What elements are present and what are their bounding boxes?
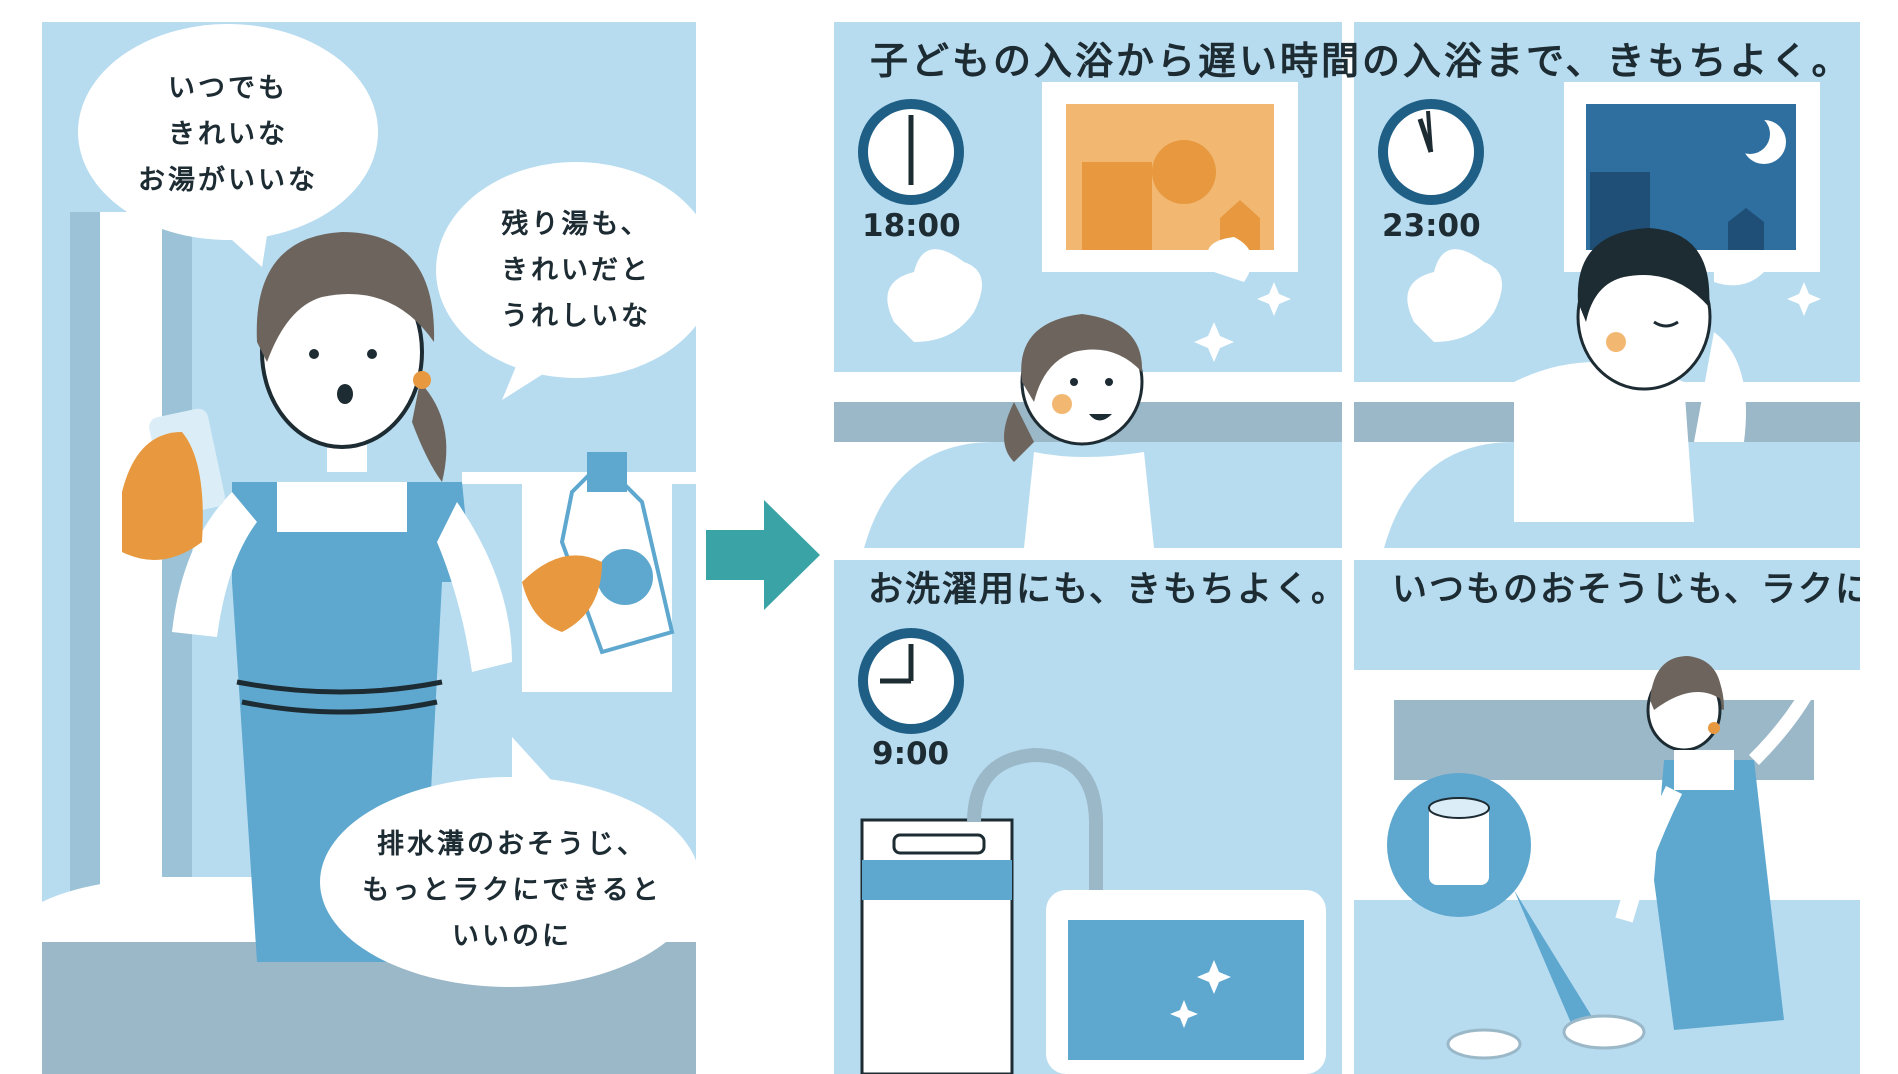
panel-cleaning-title: いつものおそうじも、ラクに。 xyxy=(1392,570,1860,610)
clock-icon xyxy=(1378,99,1484,205)
bubble-bottom: 排水溝のおそうじ、 もっとラクにできると いいのに xyxy=(342,822,682,960)
panel-adult-bath: 23:00 xyxy=(1354,22,1860,548)
panel-laundry-title: お洗濯用にも、きもちよく。 xyxy=(868,570,1342,610)
arrow-right-icon xyxy=(706,500,820,610)
laundry-illustration xyxy=(860,747,1326,1074)
left-illustration-panel: いつでも きれいな お湯がいいな 残り湯も、 きれいだと うれしいな 排水溝のお… xyxy=(42,22,696,1074)
time-label-18: 18:00 xyxy=(862,208,961,244)
bubble-right-line-2: きれいだと xyxy=(501,255,651,286)
bubble-right-line-3: うれしいな xyxy=(501,301,651,332)
bubble-bottom-line-1: 排水溝のおそうじ、 xyxy=(377,829,647,860)
bubble-top-left-line-2: きれいな xyxy=(168,119,288,150)
top-banner-title: 子どもの入浴から遅い時間の入浴まで、きもちよく。 xyxy=(870,39,1850,83)
panel-cleaning: いつものおそうじも、ラクに。 xyxy=(1354,560,1860,1074)
time-label-9: 9:00 xyxy=(872,736,950,772)
woman-with-cleaning-supplies-illustration xyxy=(42,24,696,1074)
bubble-top-left-line-1: いつでも xyxy=(168,73,288,104)
bubble-top-left-line-3: お湯がいいな xyxy=(138,165,318,196)
adult-bath-illustration xyxy=(1354,82,1860,548)
child-bath-illustration xyxy=(834,82,1342,548)
clock-icon xyxy=(858,99,964,205)
time-label-23: 23:00 xyxy=(1382,208,1481,244)
clock-icon xyxy=(858,628,964,734)
bubble-right-line-1: 残り湯も、 xyxy=(501,209,651,240)
bubble-right: 残り湯も、 きれいだと うれしいな xyxy=(456,202,696,340)
bubble-bottom-line-3: いいのに xyxy=(452,921,572,952)
bubble-bottom-line-2: もっとラクにできると xyxy=(362,875,662,906)
panel-child-bath: 18:00 xyxy=(834,22,1342,548)
panel-laundry: お洗濯用にも、きもちよく。 9:00 xyxy=(834,560,1342,1074)
bubble-top-left: いつでも きれいな お湯がいいな xyxy=(98,66,358,204)
cleaning-drain-illustration xyxy=(1354,656,1860,1074)
